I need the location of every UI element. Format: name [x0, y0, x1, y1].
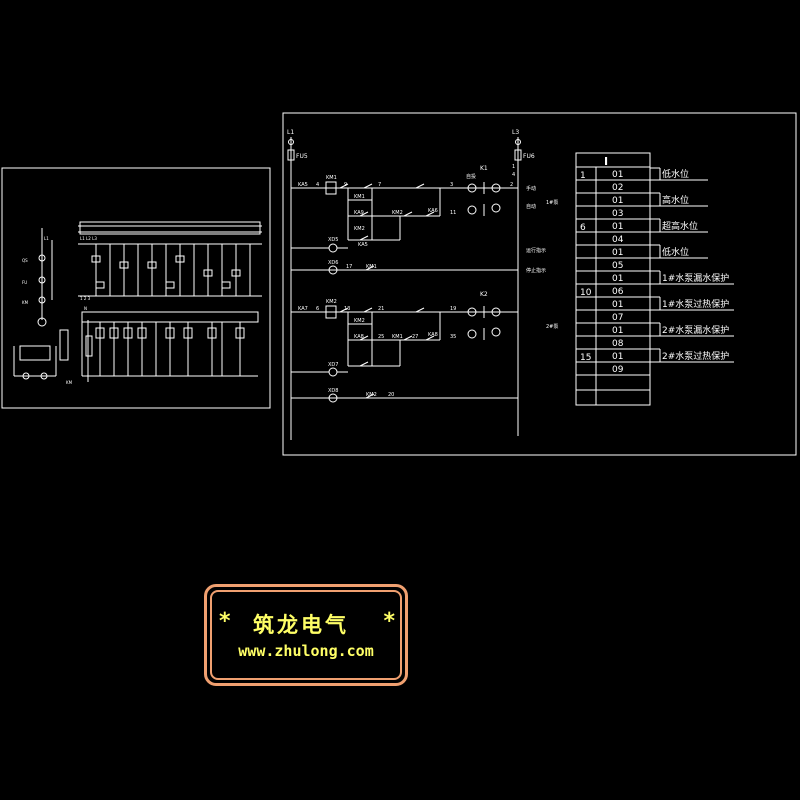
table-code: 03: [612, 209, 623, 219]
relay-tag: KA8: [354, 334, 364, 340]
node-number: 13: [344, 306, 350, 312]
svg-text:KM: KM: [22, 300, 29, 305]
table-row-number: 6: [580, 223, 586, 233]
relay-tag: KM1: [326, 175, 337, 181]
table-header: I: [604, 155, 608, 168]
watermark-badge: * 筑龙电气 * www.zhulong.com: [204, 584, 408, 686]
svg-text:FU: FU: [22, 280, 27, 285]
relay-tag: KA5: [358, 242, 368, 248]
table-code: 01: [612, 248, 623, 258]
table-code: 09: [612, 365, 624, 375]
side-label: K2: [480, 291, 488, 298]
node-number: 7: [378, 182, 381, 188]
side-label: 手动: [526, 185, 536, 192]
signal-label: 超高水位: [662, 220, 698, 232]
table-code: 01: [612, 274, 623, 284]
watermark-brand: 筑龙电气: [253, 613, 349, 637]
table-code: 01: [612, 352, 623, 362]
relay-tag: 17: [346, 264, 352, 270]
right-panel-labels: L1 FU5 L3 FU6 KA5 KM1 KA9 KM2 KA6 KM1 KM…: [287, 129, 558, 398]
svg-text:QS: QS: [22, 258, 28, 263]
side-label: 停止指示: [526, 267, 546, 274]
node-number: 27: [412, 334, 418, 340]
watermark-url: www.zhulong.com: [238, 642, 374, 660]
side-label: 2#泵: [546, 324, 558, 330]
relay-tag: XD6: [328, 260, 338, 266]
watermark-title-row: * 筑龙电气 *: [207, 609, 405, 637]
node-number: 25: [378, 334, 384, 340]
relay-tag: XD5: [328, 237, 338, 243]
relay-tag: KM1: [354, 194, 365, 200]
relay-tag: KA6: [428, 208, 438, 214]
relay-tag: KM2: [354, 318, 365, 324]
node-number: 35: [450, 334, 456, 340]
watermark-inner-border: [210, 590, 402, 680]
right-schematic-panel: [282, 112, 797, 456]
svg-text:L1: L1: [44, 236, 49, 241]
signal-label: 2#水泵漏水保护: [662, 324, 729, 336]
table-code: 01: [612, 170, 623, 180]
side-label: 1#泵: [546, 200, 558, 206]
svg-text:N: N: [84, 306, 87, 311]
signal-label: 低水位: [662, 168, 689, 180]
table-code: 01: [612, 326, 623, 336]
bus-left-label: L1: [287, 129, 294, 136]
relay-tag: XD8: [328, 388, 338, 394]
node-number: 1: [512, 164, 515, 170]
node-number: 3: [450, 182, 453, 188]
relay-tag: KM2: [366, 392, 377, 398]
fuse-right-label: FU6: [523, 153, 535, 160]
relay-tag: XD7: [328, 362, 338, 368]
table-row-number: 1: [580, 171, 586, 181]
signal-label: 1#水泵漏水保护: [662, 272, 729, 284]
relay-tag: KM2: [354, 226, 365, 232]
relay-tag: KM2: [326, 299, 337, 305]
side-label: 自投: [466, 173, 476, 180]
svg-text:KM: KM: [66, 380, 73, 385]
relay-tag: 20: [388, 392, 394, 398]
terminal-table: I 1 6 10 15 01 02 01 03 01 04 01 05 01 0…: [580, 155, 729, 375]
node-number: 6: [316, 306, 319, 312]
signal-label: 2#水泵过热保护: [662, 350, 729, 362]
svg-text:L1 L2 L3: L1 L2 L3: [80, 236, 97, 241]
table-code: 06: [612, 287, 624, 297]
table-row-number: 10: [580, 288, 592, 298]
watermark-star-right: *: [383, 609, 395, 634]
watermark-star-left: *: [219, 609, 231, 634]
table-code: 08: [612, 339, 624, 349]
table-code: 02: [612, 183, 623, 193]
relay-tag: KA5: [298, 182, 308, 188]
table-code: 01: [612, 196, 623, 206]
signal-label: 低水位: [662, 246, 689, 258]
bus-right-label: L3: [512, 129, 519, 136]
svg-text:1 2 3: 1 2 3: [80, 296, 91, 301]
relay-tag: KA8: [428, 332, 438, 338]
side-label: 运行指示: [526, 247, 546, 254]
node-number: 19: [450, 306, 456, 312]
relay-tag: KM1: [366, 264, 377, 270]
fuse-left-label: FU5: [296, 153, 308, 160]
node-number: 21: [378, 306, 384, 312]
table-code: 05: [612, 261, 623, 271]
side-label: K1: [480, 165, 488, 172]
table-code: 04: [612, 235, 624, 245]
table-code: 07: [612, 313, 623, 323]
node-number: 11: [450, 210, 456, 216]
side-label: 自动: [526, 203, 536, 210]
signal-label: 高水位: [662, 194, 689, 206]
left-schematic-panel: [1, 167, 271, 409]
node-number: 4: [316, 182, 319, 188]
relay-tag: KA7: [298, 306, 308, 312]
relay-tag: KM2: [392, 210, 403, 216]
node-number: 4: [512, 172, 515, 178]
table-code: 01: [612, 300, 623, 310]
relay-tag: KA9: [354, 210, 364, 216]
signal-label: 1#水泵过热保护: [662, 298, 729, 310]
node-number: 9: [344, 182, 347, 188]
node-number: 2: [510, 182, 513, 188]
table-row-number: 15: [580, 353, 591, 363]
relay-tag: KM1: [392, 334, 403, 340]
table-code: 01: [612, 222, 623, 232]
